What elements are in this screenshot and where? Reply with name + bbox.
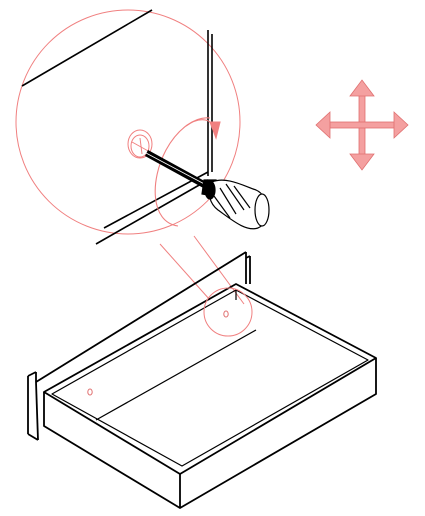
drawer-assembly <box>27 251 377 509</box>
drawer-back-panel <box>27 251 251 441</box>
rotation-arrow-icon <box>154 117 221 227</box>
screw-holes <box>87 310 229 396</box>
drawer-box <box>43 283 377 509</box>
screw-head-icon <box>127 129 153 159</box>
move-arrows-icon <box>315 79 409 171</box>
zoom-panel-edges <box>21 9 213 245</box>
zoom-detail <box>15 9 270 305</box>
zoom-connectors <box>159 235 245 305</box>
screwdriver-icon <box>145 150 270 230</box>
zoom-circle <box>15 9 241 235</box>
detail-highlight-circle <box>203 287 253 337</box>
